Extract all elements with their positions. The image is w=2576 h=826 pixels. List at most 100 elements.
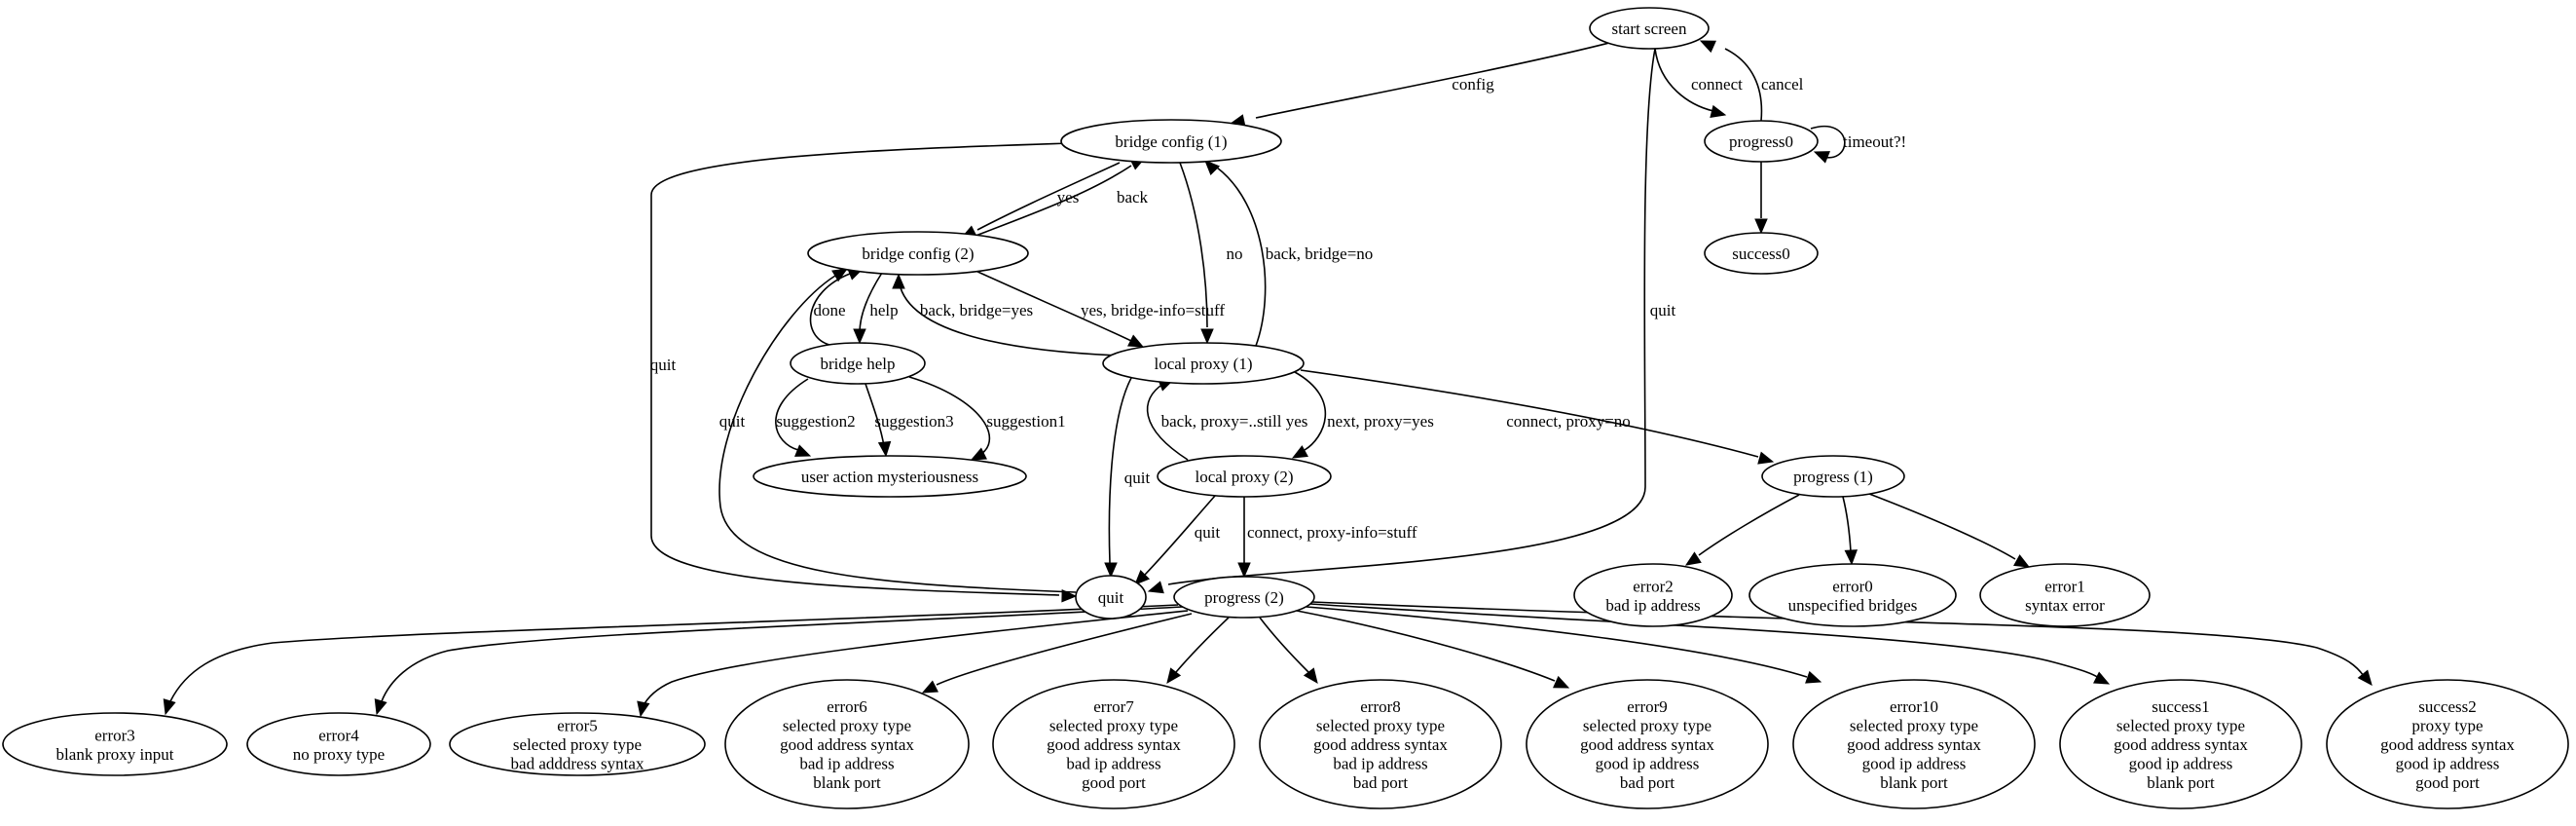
edge-line [1724, 48, 1763, 122]
edge-lp1-p1: connect, proxy=no [1300, 369, 1775, 465]
edge-p2-error8 [1259, 617, 1318, 685]
edge-p2-error4 [374, 606, 1184, 716]
node-label: success0 [1732, 244, 1789, 263]
arrowhead [1204, 160, 1221, 176]
arrowhead [2013, 554, 2031, 568]
nodes-layer: start screen progress0 success0 bridge conf… [2, 7, 2569, 809]
node-shape [2326, 679, 2569, 809]
edge-bc2-lp1: yes, bridge-info=stuff [973, 269, 1225, 348]
arrowhead [1844, 549, 1858, 566]
arrowhead [2357, 669, 2373, 686]
node-start: start screen [1589, 7, 1710, 50]
node-label: bridge config (1) [1115, 132, 1227, 151]
arrowhead [970, 447, 987, 461]
edge-line [1175, 617, 1230, 673]
arrowhead [1147, 581, 1164, 594]
edge-bhelp-uam-2: suggestion2 [775, 378, 856, 457]
edge-lp2-lp1: back, proxy=..still yes [1146, 379, 1307, 461]
edge-label: quit [1195, 523, 1221, 542]
edge-label: yes, bridge-info=stuff [1081, 301, 1225, 319]
edge-p2-error5 [637, 610, 1189, 718]
edge-line [1810, 126, 1846, 159]
edge-line [169, 604, 1179, 702]
edge-line [381, 606, 1184, 702]
arrowhead [1805, 670, 1822, 684]
arrowhead [1291, 445, 1308, 459]
edge-p1-error0 [1842, 496, 1858, 566]
edge-label: suggestion3 [874, 412, 953, 431]
edge-line [975, 165, 1132, 237]
edge-line [1144, 495, 1216, 576]
edge-lp1-bc2: back, bridge=yes [892, 273, 1119, 357]
edge-line [642, 610, 1189, 708]
arrowhead [1061, 588, 1078, 603]
node-label: start screen [1612, 19, 1687, 38]
node-shape [1589, 7, 1710, 50]
node-shape [1792, 679, 2036, 809]
edge-line [718, 275, 1077, 593]
edge-lp1-bc1: back, bridge=no [1204, 160, 1373, 347]
edge-label: next, proxy=yes [1327, 412, 1434, 431]
edge-lp2-p2: connect, proxy-info=stuff [1237, 497, 1417, 579]
edge-line [1842, 496, 1852, 552]
edge-bhelp-uam-3: suggestion3 [865, 383, 954, 458]
edge-p2-error3 [163, 604, 1179, 716]
node-bhelp: bridge help [790, 342, 926, 385]
node-shape [449, 712, 706, 776]
node-shape [1704, 120, 1819, 163]
node-shape [1075, 575, 1147, 620]
edge-line [1216, 167, 1267, 347]
arrowhead [1699, 40, 1716, 54]
arrowhead [1710, 104, 1727, 119]
edge-line [650, 142, 1072, 596]
node-shape [1761, 455, 1905, 498]
edge-line [1698, 494, 1800, 556]
edge-line [1296, 610, 1556, 682]
arrowhead [374, 698, 387, 716]
edge-line [775, 378, 809, 451]
edge-start-progress0: connect [1654, 48, 1743, 119]
node-label: bridge config (2) [862, 244, 974, 263]
edge-bhelp-uam-1: suggestion1 [908, 376, 1066, 461]
arrowhead [853, 328, 866, 345]
edge-label: back [1117, 188, 1149, 206]
edge-label: connect [1691, 75, 1743, 94]
edge-line [1167, 48, 1656, 585]
arrowhead [1200, 328, 1214, 345]
edge-progress0-success0 [1754, 162, 1768, 235]
arrowhead [921, 680, 938, 694]
edge-p1-error1 [1868, 493, 2031, 568]
edge-bc2-bhelp: help [853, 272, 899, 345]
arrowhead [1757, 451, 1775, 465]
arrowhead [831, 268, 849, 282]
edge-line [1306, 606, 1808, 678]
edge-line [865, 383, 885, 447]
arrowhead [1684, 551, 1702, 566]
edge-line [1146, 383, 1189, 461]
node-shape [790, 342, 926, 385]
node-label: user action mysteriousness [801, 468, 978, 486]
node-success0: success0 [1704, 232, 1819, 275]
edge-line [976, 162, 1121, 231]
node-shape [1526, 679, 1769, 809]
edge-line [936, 613, 1193, 686]
edge-quit-bc2: quit [718, 268, 1077, 593]
node-shape [1060, 119, 1282, 164]
node-shape [807, 231, 1029, 276]
edge-progress0-self: timeout?! [1810, 126, 1906, 164]
edge-bhelp-bc2: done [809, 268, 865, 346]
node-shape [1259, 679, 1502, 809]
node-label: progress (2) [1204, 588, 1284, 607]
node-progress0: progress0 [1704, 120, 1819, 163]
